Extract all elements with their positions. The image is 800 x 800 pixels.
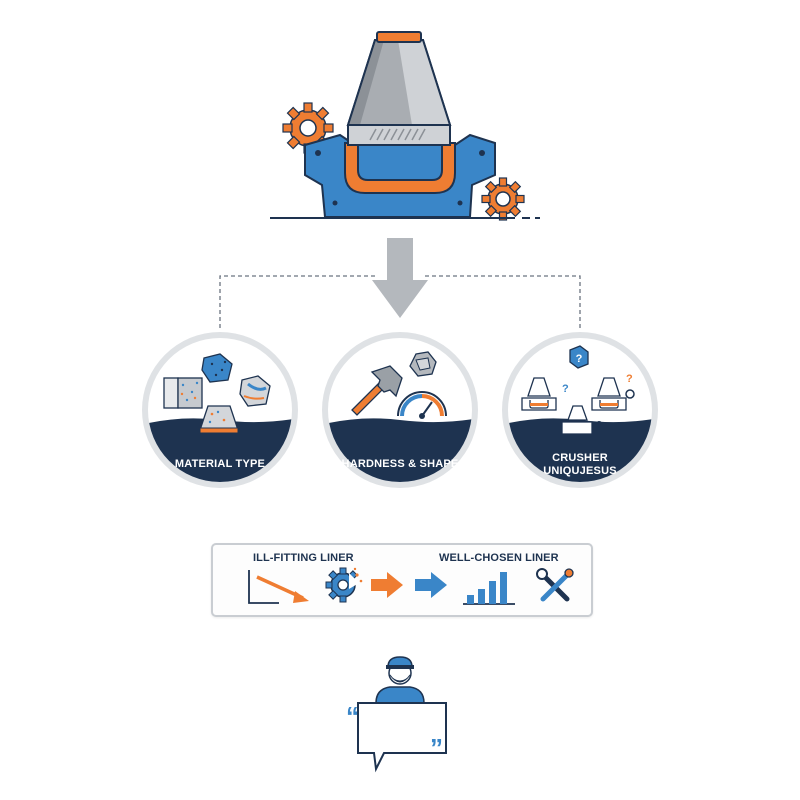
circle-label: HARDNESS & SHAPE [341, 458, 459, 470]
factor-circle-crusher-uniqueness: ? ? [500, 330, 660, 490]
liner-comparison-panel: ILL-FITTING LINER WELL-CHOSEN LINER [211, 543, 593, 617]
ill-fitting-label: ILL-FITTING LINER [253, 552, 354, 564]
growth-chart-icon [463, 572, 515, 605]
speech-bubble-icon: “ ” [346, 701, 447, 773]
svg-text:?: ? [576, 353, 583, 365]
polyhedron-icon [409, 351, 437, 377]
hammer-icon [351, 365, 403, 416]
factor-circle-material-type: MATERIAL TYPE [140, 330, 300, 490]
decline-chart-icon [248, 570, 309, 604]
cone-crusher-illustration [270, 31, 540, 221]
circle-label: MATERIAL TYPE [174, 458, 266, 470]
right-arrow-icon [371, 572, 403, 598]
circle-frame: ? ? [502, 332, 658, 488]
svg-text:?: ? [562, 383, 569, 395]
flow-connector [219, 238, 581, 328]
broken-gear-icon [325, 567, 363, 603]
down-arrow-icon [372, 238, 428, 318]
right-arrow-icon [415, 572, 447, 598]
svg-text:?: ? [626, 373, 633, 385]
rock-samples-icon [163, 353, 271, 434]
circle-label: CRUSHER UNIQUJESUS [543, 452, 617, 477]
comparison-icons [248, 567, 574, 605]
svg-text:“: “ [346, 701, 359, 731]
testimonial-illustration: “ ” [346, 656, 447, 773]
tools-icon [536, 568, 574, 602]
crusher-variants-icon: ? ? [521, 345, 635, 435]
factor-circle-hardness-shape: HARDNESS & SHAPE [320, 330, 480, 490]
circle-frame [322, 332, 478, 488]
svg-text:”: ” [430, 733, 443, 763]
circle-frame [142, 332, 298, 488]
gear-icon [481, 177, 525, 221]
svg-text:?: ? [596, 420, 602, 431]
worker-avatar-icon [375, 656, 425, 704]
well-chosen-label: WELL-CHOSEN LINER [439, 552, 559, 564]
gauge-icon [397, 391, 447, 419]
